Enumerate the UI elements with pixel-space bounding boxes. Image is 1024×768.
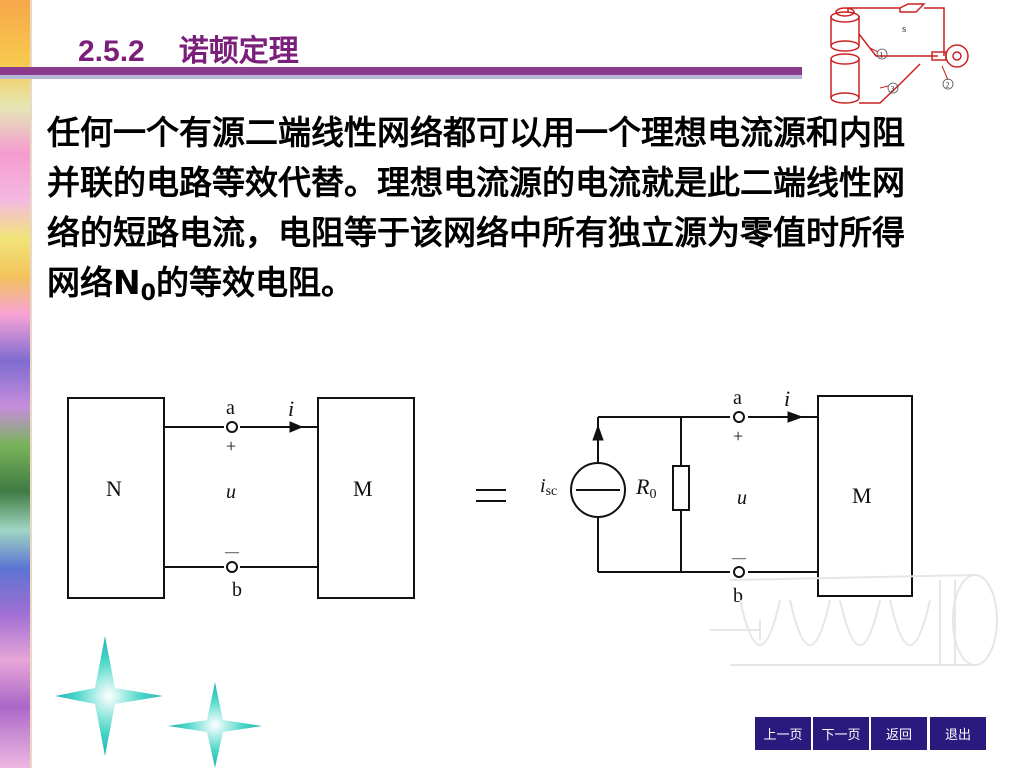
strip-edge: [30, 0, 32, 768]
resistor-label: R0: [635, 474, 656, 502]
plus-left-label: +: [226, 436, 236, 456]
voltage-left-label: u: [226, 481, 236, 503]
section-number: 2.5.2: [78, 35, 145, 68]
plus-right-label: +: [733, 426, 743, 446]
terminal-b-left: [226, 561, 238, 573]
block-m-left: [317, 397, 415, 599]
corner-label-3: 3: [891, 85, 895, 94]
block-n-label: N: [106, 476, 122, 501]
block-m-left-label: M: [353, 476, 373, 501]
sparkle-star-small-icon: [168, 682, 262, 768]
block-m-right: [817, 395, 913, 597]
resistor-label-main: R: [635, 474, 650, 499]
current-right-label: i: [784, 386, 790, 411]
title-underline-bar: [0, 67, 802, 75]
resistor-r0: [672, 465, 690, 511]
terminal-a-left: [226, 421, 238, 433]
terminal-b-right-label: b: [733, 585, 743, 607]
prev-page-button[interactable]: 上一页: [754, 716, 812, 751]
source-label: isc: [540, 475, 557, 499]
current-left-label: i: [288, 396, 294, 421]
sparkle-star-icon: [55, 636, 163, 756]
terminal-b-right: [733, 566, 745, 578]
block-m-right-label: M: [852, 483, 872, 508]
statement-text-end: 的等效电阻。: [155, 263, 354, 302]
terminal-b-left-label: b: [232, 579, 242, 601]
next-page-button[interactable]: 下一页: [812, 716, 870, 751]
statement-text: 任何一个有源二端线性网络都可以用一个理想电流源和内阻并联的电路等效代替。理想电流…: [47, 113, 905, 302]
minus-right-label: —: [731, 551, 747, 566]
left-decorative-strip: [0, 0, 30, 768]
source-label-main: i: [540, 475, 546, 497]
corner-label-s: s: [902, 23, 906, 35]
terminal-a-right-label: a: [733, 387, 742, 409]
resistor-label-sub: 0: [649, 487, 656, 502]
statement-subscript: 0: [140, 281, 156, 306]
exit-button[interactable]: 退出: [929, 716, 987, 751]
theorem-statement: 任何一个有源二端线性网络都可以用一个理想电流源和内阻并联的电路等效代替。理想电流…: [47, 108, 907, 308]
page-title: 2.5.2 诺顿定理: [78, 30, 299, 74]
corner-label-2: 2: [946, 81, 950, 90]
block-n: [67, 397, 165, 599]
terminal-a-left-label: a: [226, 397, 235, 419]
corner-label-1: 1: [880, 51, 884, 60]
back-button[interactable]: 返回: [870, 716, 928, 751]
source-label-sub: sc: [546, 484, 558, 499]
terminal-a-right: [733, 411, 745, 423]
background-cable-watermark: [710, 574, 998, 666]
title-underline-shadow: [0, 75, 802, 79]
minus-left-label: —: [224, 545, 240, 560]
section-title: 诺顿定理: [178, 35, 299, 68]
voltage-right-label: u: [737, 487, 747, 509]
corner-circuit-illustration: s 1 2 3: [830, 3, 969, 104]
